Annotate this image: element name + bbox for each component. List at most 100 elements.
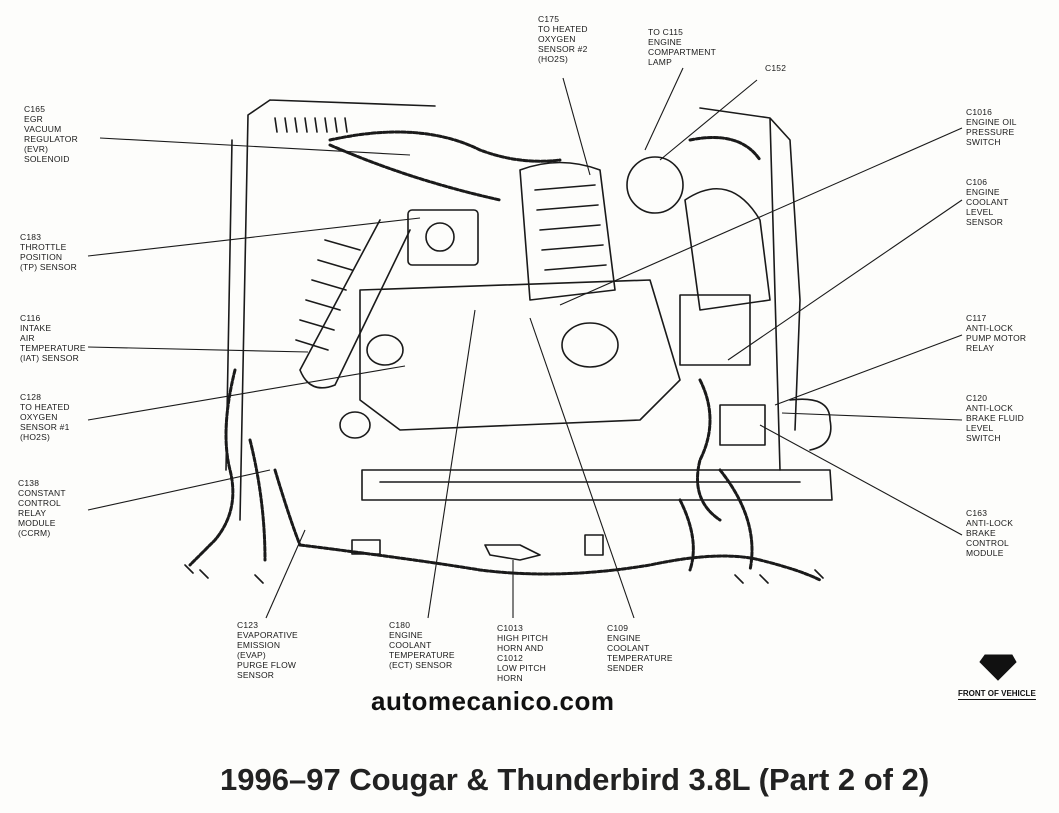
label-line: AIR [20,333,35,343]
label-line: TO HEATED [538,24,588,34]
battery [679,294,751,366]
label-line: REGULATOR [24,134,78,144]
label-line: (HO2S) [20,432,51,442]
label-line: C183 [20,232,42,242]
label-line: COOLANT [389,640,432,650]
fender-outline-right [699,107,801,471]
label-line: TEMPERATURE [389,650,455,660]
label-line: ANTI-LOCK [966,518,1014,528]
label-line: SOLENOID [24,154,70,164]
brake-booster [626,156,684,214]
label-line: MODULE [966,548,1004,558]
label-line: ANTI-LOCK [966,403,1014,413]
label-line: SENDER [607,663,644,673]
label-line: HIGH PITCH [497,633,549,643]
label-line: C123 [237,620,259,630]
label-line: PUMP MOTOR [966,333,1027,343]
label-line: C163 [966,508,988,518]
label-line: LOW PITCH [497,663,547,673]
throttle-body [407,209,479,266]
label-line: SENSOR #2 [538,44,588,54]
label-line: (TP) SENSOR [20,262,77,272]
wiring-harness-left [188,368,302,567]
leader-c115 [644,67,684,151]
label-line: C1012 [497,653,524,663]
label-line: PURGE FLOW [237,660,297,670]
label-line: ENGINE [389,630,423,640]
leader-c106 [727,199,963,361]
diagram-title: 1996–97 Cougar & Thunderbird 3.8L (Part … [220,762,930,797]
label-line: C109 [607,623,629,633]
label-line: SENSOR #1 [20,422,70,432]
label-line: THROTTLE [20,242,67,252]
label-line: C106 [966,177,988,187]
leader-c138 [87,469,271,511]
engine-block [359,279,681,431]
website-watermark: automecanico.com [371,686,615,716]
label-line: SWITCH [966,137,1001,147]
leader-c117 [774,334,963,406]
label-line: C1016 [966,107,993,117]
label-line: COOLANT [607,643,650,653]
label-line: VACUUM [24,124,62,134]
label-line: TEMPERATURE [20,343,86,353]
fender-outline-left [225,99,436,521]
label-line: CONTROL [966,538,1009,548]
label-line: CONTROL [18,498,61,508]
leader-c180 [427,309,476,619]
label-line: (IAT) SENSOR [20,353,79,363]
label-line: EGR [24,114,44,124]
label-line: TO HEATED [20,402,70,412]
leader-c1016 [559,127,963,306]
label-line: COOLANT [966,197,1009,207]
label-line: C180 [389,620,411,630]
label-line: ENGINE [648,37,682,47]
leader-c120 [781,412,963,421]
label-line: SENSOR [237,670,275,680]
leader-c165 [99,137,411,156]
label-line: C138 [18,478,40,488]
label-line: INTAKE [20,323,52,333]
label-line: OXYGEN [20,412,58,422]
label-line: COMPARTMENT [648,47,716,57]
leader-c109 [529,317,635,619]
label-line: RELAY [18,508,47,518]
label-line: (CCRM) [18,528,51,538]
label-line: C175 [538,14,560,24]
label-line: BRAKE FLUID [966,413,1024,423]
label-line: (ECT) SENSOR [389,660,453,670]
label-line: C128 [20,392,42,402]
label-line: LEVEL [966,423,994,433]
leader-c175 [562,77,591,176]
label-line: C165 [24,104,46,114]
label-line: C1013 [497,623,524,633]
label-line: C117 [966,313,987,323]
label-line: ANTI-LOCK [966,323,1014,333]
leader-c123 [265,529,306,619]
label-line: HORN [497,673,523,683]
label-line: SENSOR [966,217,1004,227]
label-line: EVAPORATIVE [237,630,298,640]
label-line: POSITION [20,252,63,262]
leader-c116 [87,346,309,353]
front-arrow-icon [979,654,1017,681]
label-line: RELAY [966,343,995,353]
leader-c163 [759,424,963,536]
cowl-vents [274,117,348,133]
label-line: C116 [20,313,41,323]
leader-c183 [87,217,421,257]
label-line: LEVEL [966,207,994,217]
